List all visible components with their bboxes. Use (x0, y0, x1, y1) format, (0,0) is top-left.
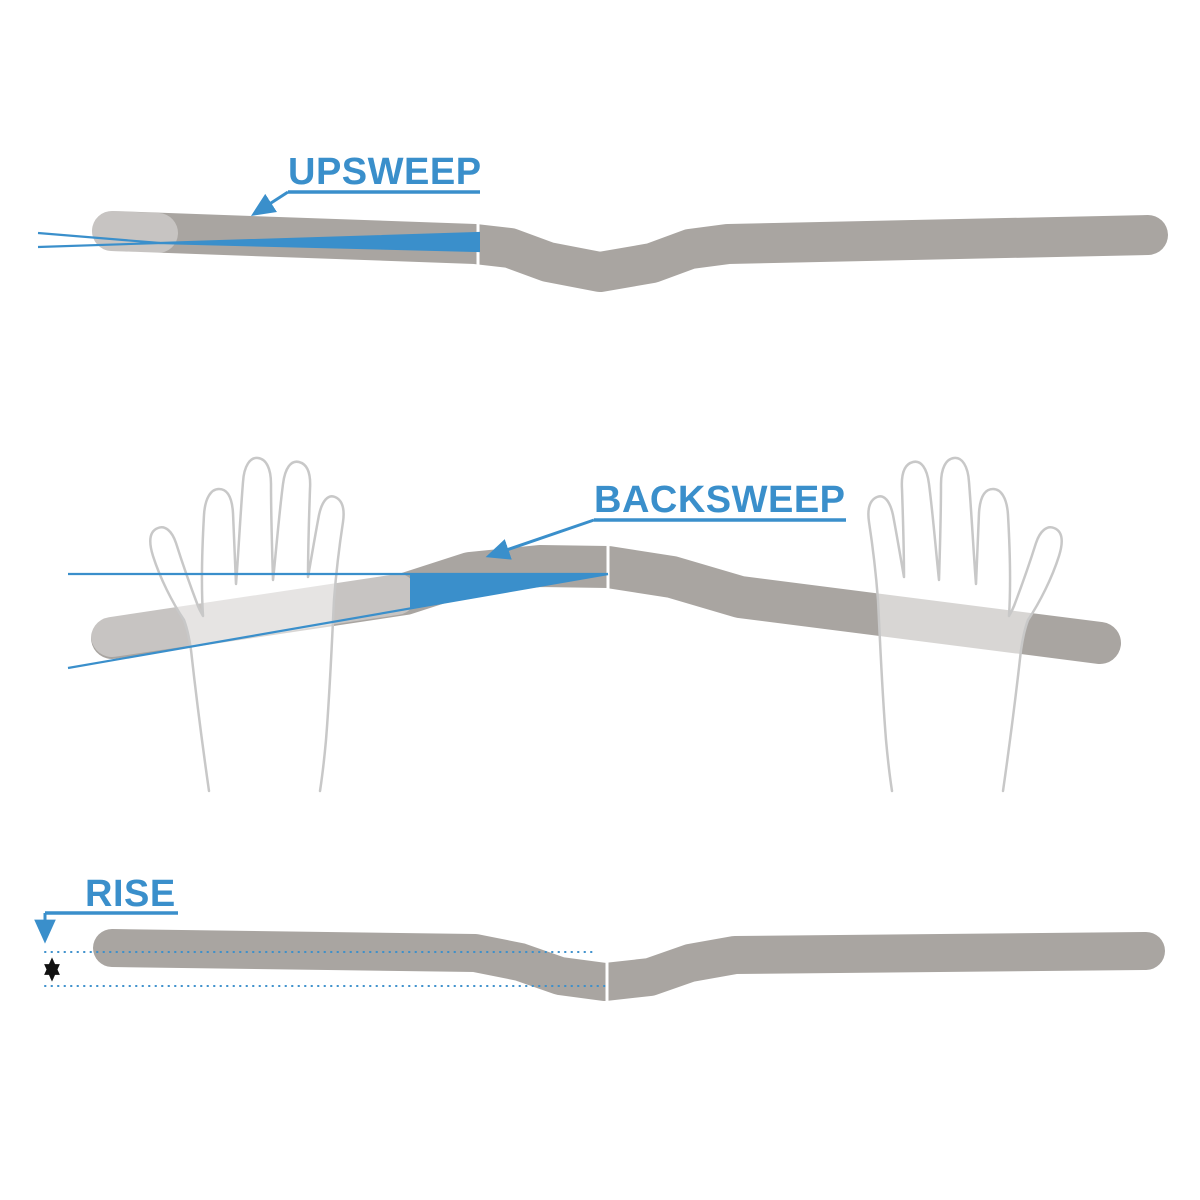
backsweep-arrow (485, 518, 595, 560)
backsweep-label: BACKSWEEP (594, 479, 846, 521)
backsweep-diagram: BACKSWEEP (67, 456, 1121, 793)
upsweep-label: UPSWEEP (288, 151, 482, 193)
rise-label: RISE (85, 873, 176, 915)
upsweep-diagram: UPSWEEP (37, 151, 1168, 292)
backsweep-angle-wedge (410, 574, 608, 609)
upsweep-arrow (250, 190, 289, 216)
handlebar-front-view (92, 211, 1168, 292)
bar-grip-highlight (92, 211, 178, 253)
rise-diagram: RISE (34, 873, 1165, 1003)
handlebar-front-view-rise (93, 929, 1165, 1001)
upsweep-angle-wedge (160, 233, 480, 251)
